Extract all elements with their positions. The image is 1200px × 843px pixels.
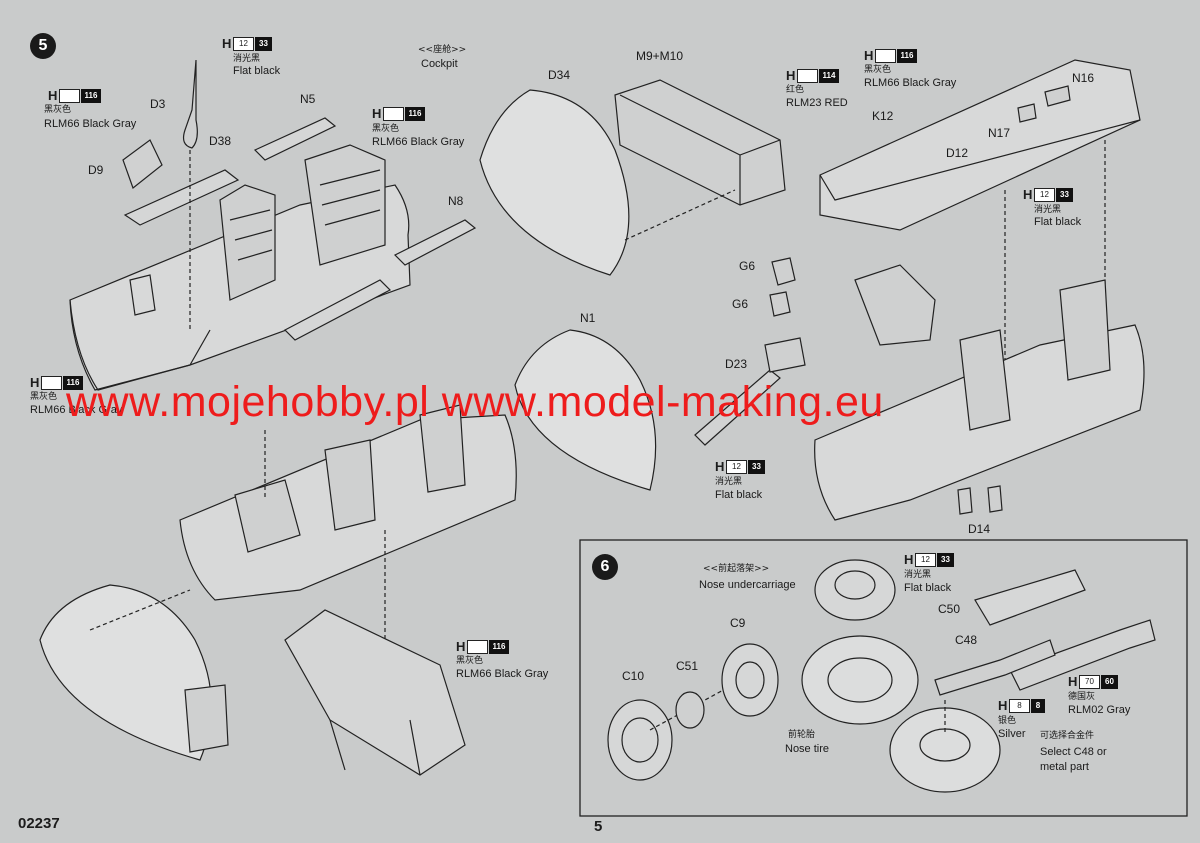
nose-tire xyxy=(801,635,919,725)
label-c50: C50 xyxy=(938,602,961,616)
wheel-top xyxy=(814,559,896,621)
label-c48: C48 xyxy=(955,633,978,647)
label-d12: D12 xyxy=(946,146,969,160)
part-c51 xyxy=(675,691,705,729)
label-d3: D3 xyxy=(150,97,166,111)
label-d23: D23 xyxy=(725,357,748,371)
label-n5: N5 xyxy=(300,92,316,106)
label-g6b: G6 xyxy=(732,297,749,311)
floor-lower xyxy=(284,609,466,776)
cockpit-title: Cockpit xyxy=(421,58,458,70)
hub-c10 xyxy=(607,699,673,781)
console-d38 xyxy=(123,169,240,226)
option-note: Select C48 or xyxy=(1040,746,1107,758)
label-c10: C10 xyxy=(622,669,645,683)
part-d14a xyxy=(957,487,973,515)
cockpit-tub-left xyxy=(69,144,411,391)
step6-number: 6 xyxy=(592,554,618,580)
part-g6b xyxy=(769,291,791,317)
label-g6a: G6 xyxy=(739,259,756,273)
label-c9: C9 xyxy=(730,616,746,630)
nose-tire-cn: 前轮胎 xyxy=(788,730,816,740)
kit-code: 02237 xyxy=(18,815,60,832)
cockpit-tub-right xyxy=(814,264,1145,521)
arm-c48 xyxy=(934,639,1056,696)
cockpit-tub-lower xyxy=(179,404,517,601)
label-d9: D9 xyxy=(88,163,104,177)
nose-undercarriage-title: Nose undercarriage xyxy=(699,579,796,591)
nose-tire-label: Nose tire xyxy=(785,743,830,755)
stick-d3 xyxy=(182,59,198,149)
label-c51: C51 xyxy=(676,659,699,673)
nose-undercarriage-title-cn: <<前起落架>> xyxy=(703,564,770,574)
page-number: 5 xyxy=(594,818,603,835)
bulkhead-n1 xyxy=(514,329,657,491)
wheel-assembled xyxy=(889,707,1001,793)
step5-number: 5 xyxy=(30,33,56,59)
nose-strut xyxy=(1009,619,1156,691)
box-m9m10 xyxy=(614,79,786,206)
part-c50 xyxy=(974,569,1086,626)
label-m9m10: M9+M10 xyxy=(636,49,684,63)
label-d34: D34 xyxy=(548,68,571,82)
label-n17: N17 xyxy=(988,126,1011,140)
console-n5 xyxy=(253,117,337,161)
bulkhead-d34 xyxy=(479,89,630,276)
label-n8: N8 xyxy=(448,194,464,208)
part-d14b xyxy=(987,485,1003,513)
label-d38: D38 xyxy=(209,134,232,148)
label-n16: N16 xyxy=(1072,71,1095,85)
label-n1: N1 xyxy=(580,311,596,325)
label-k12: K12 xyxy=(872,109,894,123)
cockpit-title-cn: <<座舱>> xyxy=(418,45,467,55)
part-g6a xyxy=(771,257,796,286)
console-n8 xyxy=(393,219,477,266)
hub-c9 xyxy=(721,643,779,717)
part-d23 xyxy=(694,369,781,446)
part-n17 xyxy=(1017,103,1037,123)
part-d9 xyxy=(122,139,163,189)
watermark: www.mojehobby.pl www.model-making.eu xyxy=(66,378,884,426)
console-lower xyxy=(283,279,392,341)
label-d14: D14 xyxy=(968,522,991,536)
option-note-cn: 可选择合金件 xyxy=(1040,731,1095,741)
bulkhead-lower xyxy=(39,584,212,761)
part-n16 xyxy=(1044,85,1071,107)
option-note-2: metal part xyxy=(1040,761,1089,773)
step6-frame xyxy=(579,539,1188,817)
